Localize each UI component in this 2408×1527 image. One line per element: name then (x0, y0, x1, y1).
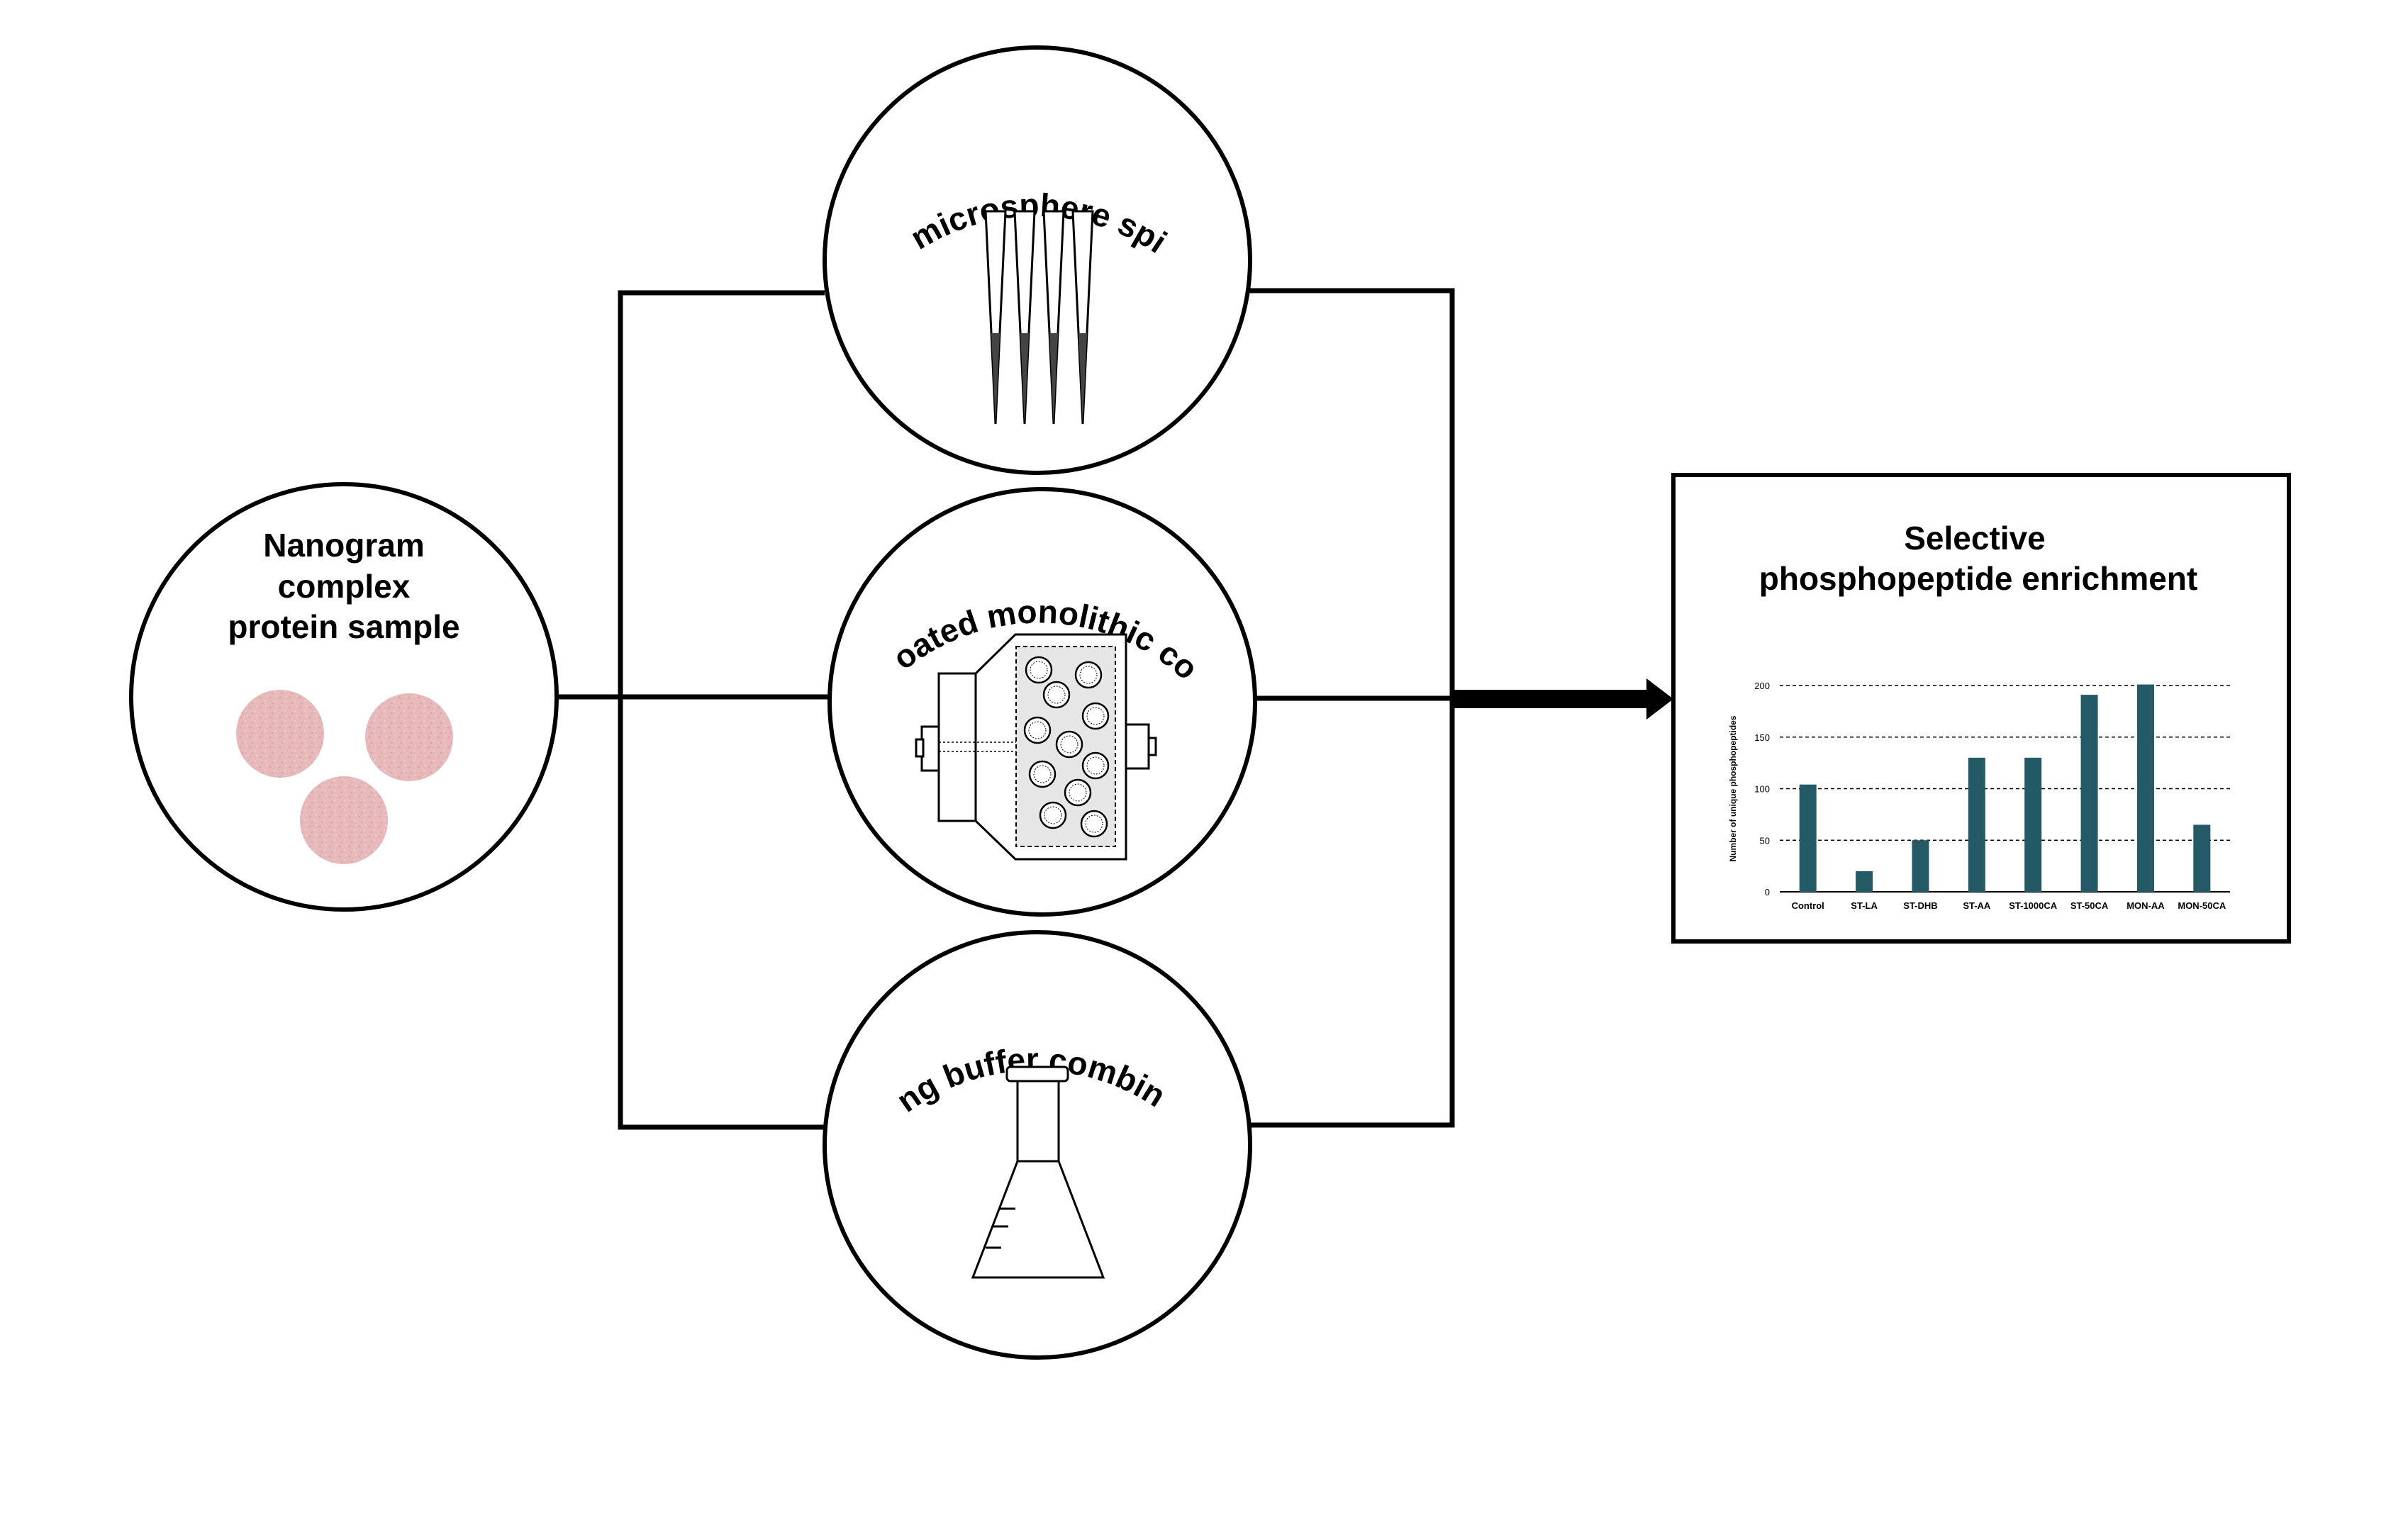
result-title-line2: phosphopeptide enrichment (1759, 560, 2197, 597)
y-tick-label: 100 (1754, 784, 1770, 795)
y-tick-label: 50 (1760, 835, 1770, 846)
bar (2080, 695, 2098, 892)
bar (1968, 757, 1985, 892)
y-tick-label: 150 (1754, 732, 1770, 743)
bar (2193, 824, 2211, 892)
x-tick-label: MON-AA (2126, 900, 2165, 911)
sample-label-line2: complex (278, 568, 411, 605)
x-tick-label: ST-AA (1963, 900, 1991, 911)
pipette-tip-icon (984, 210, 1007, 425)
flask-icon (971, 1065, 1105, 1279)
protein-dot-icon (365, 693, 453, 781)
x-tick-label: ST-1000CA (2009, 900, 2058, 911)
sample-circle (129, 482, 559, 912)
spin-tip-circle (823, 45, 1252, 475)
sample-label-line3: protein sample (228, 608, 459, 645)
result-arrow (1452, 678, 1673, 720)
bar (1912, 840, 1929, 892)
left-bracket-line (618, 290, 825, 1130)
pipette-tip-icon (1071, 210, 1094, 425)
sample-label-line1: Nanogram (263, 527, 424, 564)
y-axis-label: Number of unique phosphopeptides (1728, 715, 1738, 861)
x-tick-label: ST-LA (1851, 900, 1878, 911)
x-tick-label: ST-50CA (2070, 900, 2109, 911)
right-bracket-line (1248, 288, 1455, 1128)
pipette-tip-icon (1042, 210, 1065, 425)
y-tick-label: 0 (1765, 887, 1770, 897)
bead-icons (1023, 656, 1110, 838)
spin-tip-node: TiO2 microsphere spin tip (0, 0, 1252, 475)
bar (2136, 684, 2154, 892)
result-title-line1: Selective (1904, 520, 2045, 556)
x-tick-label: Control (1792, 900, 1824, 911)
x-tick-label: ST-DHB (1903, 900, 1937, 911)
bar (1799, 784, 1817, 892)
sample-node: Nanogram complex protein sample (129, 482, 559, 912)
y-tick-label: 200 (1754, 681, 1770, 691)
bar (1856, 871, 1873, 892)
x-tick-label: MON-50CA (2178, 900, 2226, 911)
result-panel: Selective phosphopeptide enrichment 0 50 1… (1671, 473, 2291, 944)
bar (2024, 757, 2042, 892)
pipette-tip-icon (1013, 210, 1036, 425)
bead-inner-rings (1028, 661, 1105, 833)
pipette-tip-icons (984, 210, 1094, 425)
pipette-fill-icons (991, 333, 1087, 424)
protein-dot-icon (236, 690, 324, 778)
protein-dot-icon (300, 776, 388, 864)
